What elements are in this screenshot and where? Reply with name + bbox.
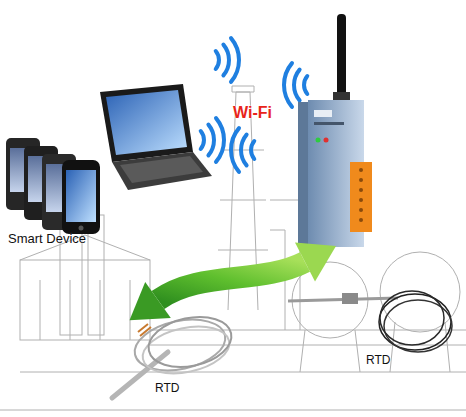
wave (201, 118, 224, 162)
wave (231, 128, 254, 172)
sensor-label: RTD (155, 382, 179, 395)
terminal-screws (359, 168, 363, 222)
phone (62, 160, 100, 234)
cable-coil (138, 319, 233, 380)
wave (216, 38, 239, 82)
tower-platform (218, 150, 268, 250)
cable-coil (130, 312, 230, 378)
cable-coil (144, 310, 236, 374)
tower-top (232, 86, 254, 92)
screw (359, 208, 363, 212)
arrow-head (295, 242, 336, 281)
screw (359, 178, 363, 182)
io-module (298, 14, 372, 247)
probe-fitting (342, 293, 358, 304)
terminal-block (350, 162, 372, 232)
status-led (324, 138, 329, 143)
arrow-head (130, 282, 171, 320)
device-label: Smart Device (8, 232, 86, 246)
building-detail (20, 235, 150, 340)
laptop-lid (100, 84, 193, 162)
wire-ends (138, 324, 151, 336)
sensor-label: RTD (366, 354, 390, 367)
cable-coil (380, 291, 444, 345)
arrow-band (158, 262, 305, 300)
phone-button (79, 226, 84, 231)
wireless-label: Wi-Fi (233, 104, 272, 122)
laptop-base (112, 152, 212, 190)
screw (359, 198, 363, 202)
status-led (316, 138, 321, 143)
sensor-probe (288, 291, 452, 352)
sensor-probe (112, 310, 236, 398)
laptop-keyboard (120, 156, 203, 183)
module-plate (314, 110, 332, 117)
screw (359, 218, 363, 222)
antenna (337, 14, 346, 96)
screw (359, 188, 363, 192)
screw (359, 168, 363, 172)
factory-background (0, 86, 466, 410)
module-print (314, 122, 344, 125)
smart-devices (6, 138, 100, 234)
laptop (100, 84, 212, 190)
laptop-screen (106, 90, 187, 155)
wireless-waves (201, 38, 308, 172)
transfer-arrow (130, 242, 337, 320)
phone-screen (66, 170, 96, 222)
wave (284, 63, 307, 107)
